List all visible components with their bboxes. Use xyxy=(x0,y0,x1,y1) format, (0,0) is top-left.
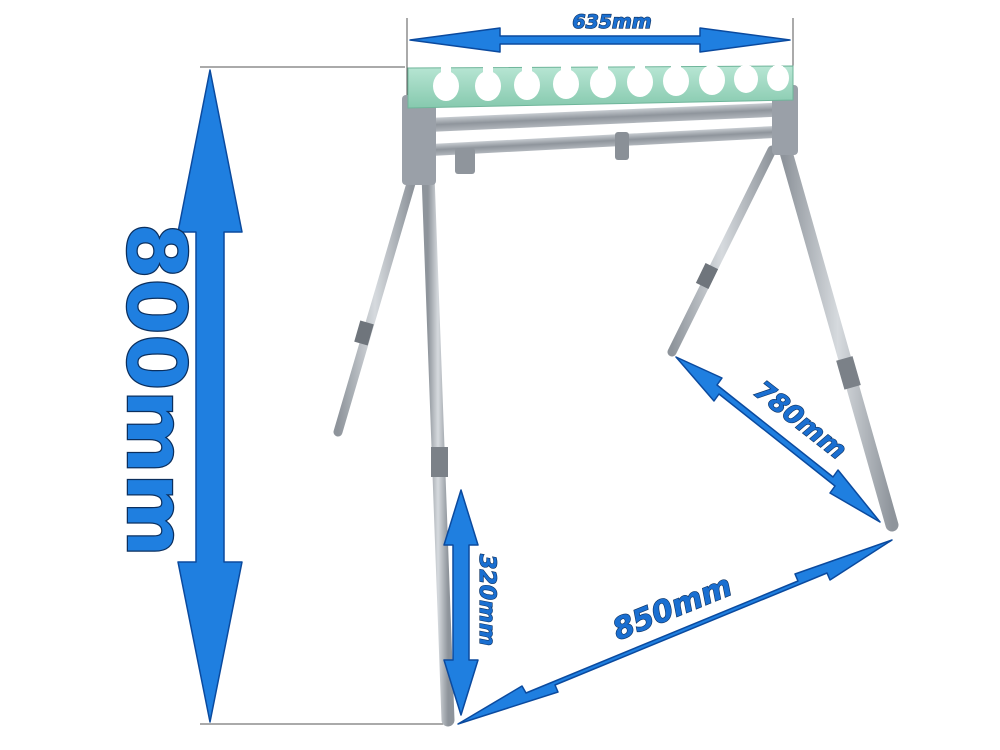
frame-lower-bar xyxy=(427,125,779,157)
short-leg-arrow xyxy=(443,489,479,716)
base-span-arrow xyxy=(457,539,893,725)
front-right-leg xyxy=(777,138,899,532)
frame-end-block-right xyxy=(772,85,798,155)
front-legs xyxy=(421,138,899,727)
height-label: 800mm xyxy=(109,223,202,557)
guide-lines xyxy=(200,18,794,725)
height-arrow xyxy=(177,69,243,723)
frame-upper-bar xyxy=(424,101,796,133)
rear-right-leg-clamp xyxy=(695,263,719,289)
rear-left-leg xyxy=(333,175,417,437)
leg-span-arrow xyxy=(675,356,881,523)
foam-rod-rest xyxy=(407,65,794,109)
foam-notches xyxy=(433,65,789,101)
frame-clip-left xyxy=(455,148,475,174)
short-leg-label: 320mm xyxy=(474,554,499,646)
top-frame xyxy=(402,85,798,185)
frame-clip-center xyxy=(615,132,629,160)
width-label: 635mm xyxy=(572,11,651,33)
dimension-arrows xyxy=(177,27,893,725)
rear-left-leg-clamp xyxy=(354,320,374,346)
rear-right-leg xyxy=(667,145,777,357)
front-left-leg-clamp xyxy=(431,447,448,477)
rear-legs xyxy=(333,145,777,437)
width-arrow xyxy=(409,27,791,53)
front-right-leg-clamp xyxy=(836,356,861,390)
frame-end-block-left xyxy=(402,95,436,185)
